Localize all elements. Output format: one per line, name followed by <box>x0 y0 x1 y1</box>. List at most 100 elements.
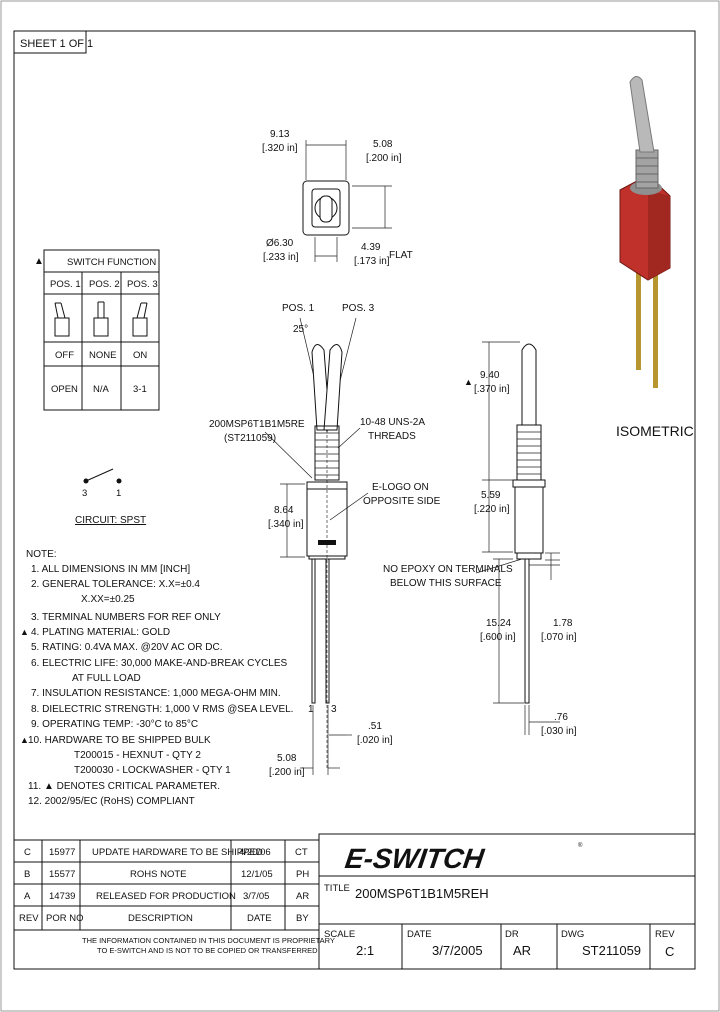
rev-row1-rev: C <box>24 847 31 858</box>
rev-row1-por: 15977 <box>49 847 75 858</box>
note-6b: AT FULL LOAD <box>72 673 141 684</box>
dim-term-w-in: [.030 in] <box>541 726 577 737</box>
pos1-state: OFF <box>55 350 74 361</box>
note-7: 7. INSULATION RESISTANCE: 1,000 MEGA-OHM… <box>31 688 281 699</box>
pos1-circuit: OPEN <box>51 384 78 395</box>
notes-title: NOTE: <box>26 549 57 560</box>
registered-mark: ® <box>578 842 583 849</box>
side-terminal <box>524 558 530 704</box>
pos1-label: POS. 1 <box>282 303 315 314</box>
dr-label: DR <box>505 929 519 940</box>
switch-function-title: SWITCH FUNCTION <box>67 257 156 268</box>
rev-row3-by: AR <box>296 891 309 902</box>
pos2-header: POS. 2 <box>89 279 120 290</box>
note-10c: T200030 - LOCKWASHER - QTY 1 <box>74 765 231 776</box>
logo-label-2: OPPOSITE SIDE <box>363 496 441 507</box>
terminal-3 <box>325 558 330 704</box>
thread-label-2: THREADS <box>368 431 416 442</box>
scale-label: SCALE <box>324 929 355 940</box>
epoxy-note-1: NO EPOXY ON TERMINALS <box>383 564 513 575</box>
note-10: 10. HARDWARE TO BE SHIPPED BULK <box>28 735 211 746</box>
note-12: 12. 2002/95/EC (RoHS) COMPLIANT <box>28 796 195 807</box>
circuit-label: CIRCUIT: SPST <box>75 515 146 526</box>
drawing-frame <box>13 30 696 970</box>
note-2b: X.XX=±0.25 <box>81 594 135 605</box>
isometric-view: ISOMETRIC <box>616 76 694 439</box>
scale-value: 2:1 <box>356 943 374 958</box>
dim-flat-mm: 4.39 <box>361 242 381 253</box>
note-4: 4. PLATING MATERIAL: GOLD <box>31 627 170 638</box>
note-2: 2. GENERAL TOLERANCE: X.X=±0.4 <box>31 579 200 590</box>
dim-body-h-mm: 8.64 <box>274 505 294 516</box>
iso-lever <box>629 76 655 153</box>
pos3-circuit: 3-1 <box>133 384 147 395</box>
proprietary-line-1: THE INFORMATION CONTAINED IN THIS DOCUME… <box>82 936 335 945</box>
notes: NOTE: 1. ALL DIMENSIONS IN MM [INCH] 2. … <box>20 549 293 807</box>
brand-logo: E-SWITCH <box>343 843 486 874</box>
circuit-pin-3: 3 <box>82 488 87 499</box>
rev-row3-rev: A <box>24 891 31 902</box>
dim-top-width-in: [.320 in] <box>262 143 298 154</box>
dim-top-width-mm: 9.13 <box>270 129 290 140</box>
dim-bush-in: [.220 in] <box>474 504 510 515</box>
note-10-critical-marker: ▲ <box>20 735 29 745</box>
note-5: 5. RATING: 0.4VA MAX. @20V AC OR DC. <box>31 642 223 653</box>
terminal-1 <box>311 558 316 704</box>
dim-top-height-in: [.200 in] <box>366 153 402 164</box>
proprietary-line-2: TO E-SWITCH AND IS NOT TO BE COPIED OR T… <box>97 946 318 955</box>
part-title: 200MSP6T1B1M5REH <box>355 886 489 901</box>
rev-row3-desc: RELEASED FOR PRODUCTION <box>96 891 236 902</box>
isometric-label: ISOMETRIC <box>616 423 694 439</box>
dim-dia-in: [.233 in] <box>263 252 299 263</box>
side-view: ▲ 9.40 [.370 in] 5.59 [.220 in] NO EPOXY… <box>383 341 577 737</box>
sheet-label: SHEET 1 OF 1 <box>20 38 93 50</box>
note-6: 6. ELECTRIC LIFE: 30,000 MAKE-AND-BREAK … <box>31 658 288 669</box>
rev-row2-desc: ROHS NOTE <box>130 869 186 880</box>
revision-table: C 15977 UPDATE HARDWARE TO BE SHIPPED 4/… <box>13 839 335 955</box>
dim-lever-in: [.370 in] <box>474 384 510 395</box>
note-3: 3. TERMINAL NUMBERS FOR REF ONLY <box>31 612 221 623</box>
dim-term-len-mm: 15.24 <box>486 618 511 629</box>
dwg-value: ST211059 <box>582 943 641 958</box>
note-4-critical-marker: ▲ <box>20 627 29 637</box>
lever-pos3 <box>323 344 343 431</box>
pos2-state: NONE <box>89 350 116 361</box>
rev-row2-por: 15577 <box>49 869 75 880</box>
pos3-header: POS. 3 <box>127 279 158 290</box>
note-9: 9. OPERATING TEMP: -30°C to 85°C <box>31 719 198 730</box>
dim-term-w-mm: .76 <box>554 712 568 723</box>
iso-pin-left <box>636 248 641 370</box>
flat-label: FLAT <box>389 250 413 261</box>
dim-pitch-mm: 5.08 <box>277 753 297 764</box>
title-label: TITLE <box>324 883 350 894</box>
rev-header-por: POR NO <box>46 913 83 924</box>
note-10b: T200015 - HEXNUT - QTY 2 <box>74 750 201 761</box>
critical-marker: ▲ <box>34 256 44 267</box>
critical-marker-lever: ▲ <box>464 377 473 387</box>
epoxy-note-2: BELOW THIS SURFACE <box>390 578 502 589</box>
toggle-pos3-icon <box>132 302 148 337</box>
note-1: 1. ALL DIMENSIONS IN MM [INCH] <box>31 564 190 575</box>
dwg-label: DWG <box>561 929 584 940</box>
pos1-header: POS. 1 <box>50 279 81 290</box>
dim-top-height-mm: 5.08 <box>373 139 393 150</box>
dim-pitch-in: [.200 in] <box>269 767 305 778</box>
part-label-2: (ST211059) <box>224 433 276 444</box>
date-value: 3/7/2005 <box>432 943 483 958</box>
dim-lever-mm: 9.40 <box>480 370 500 381</box>
rev-row1-date: 4/20/06 <box>239 847 271 858</box>
top-view-lever <box>319 195 333 223</box>
circuit-pin-1: 1 <box>116 488 121 499</box>
side-housing <box>514 486 544 554</box>
side-lever <box>521 343 537 426</box>
circuit-diagram: 3 1 CIRCUIT: SPST <box>75 468 146 526</box>
title-block: E-SWITCH ® TITLE 200MSP6T1B1M5REH SCALE … <box>318 833 696 970</box>
front-pin-1: 1 <box>308 704 314 715</box>
toggle-pos2-icon <box>93 301 109 337</box>
front-view: POS. 1 POS. 3 25° 1 3 200MSP6T1B1M5RE (S… <box>209 303 441 778</box>
dim-term-mm: .51 <box>368 721 382 732</box>
rev-row2-date: 12/1/05 <box>241 869 273 880</box>
top-view-bushing <box>311 188 341 228</box>
note-8: 8. DIELECTRIC STRENGTH: 1,000 V RMS @SEA… <box>31 704 293 715</box>
